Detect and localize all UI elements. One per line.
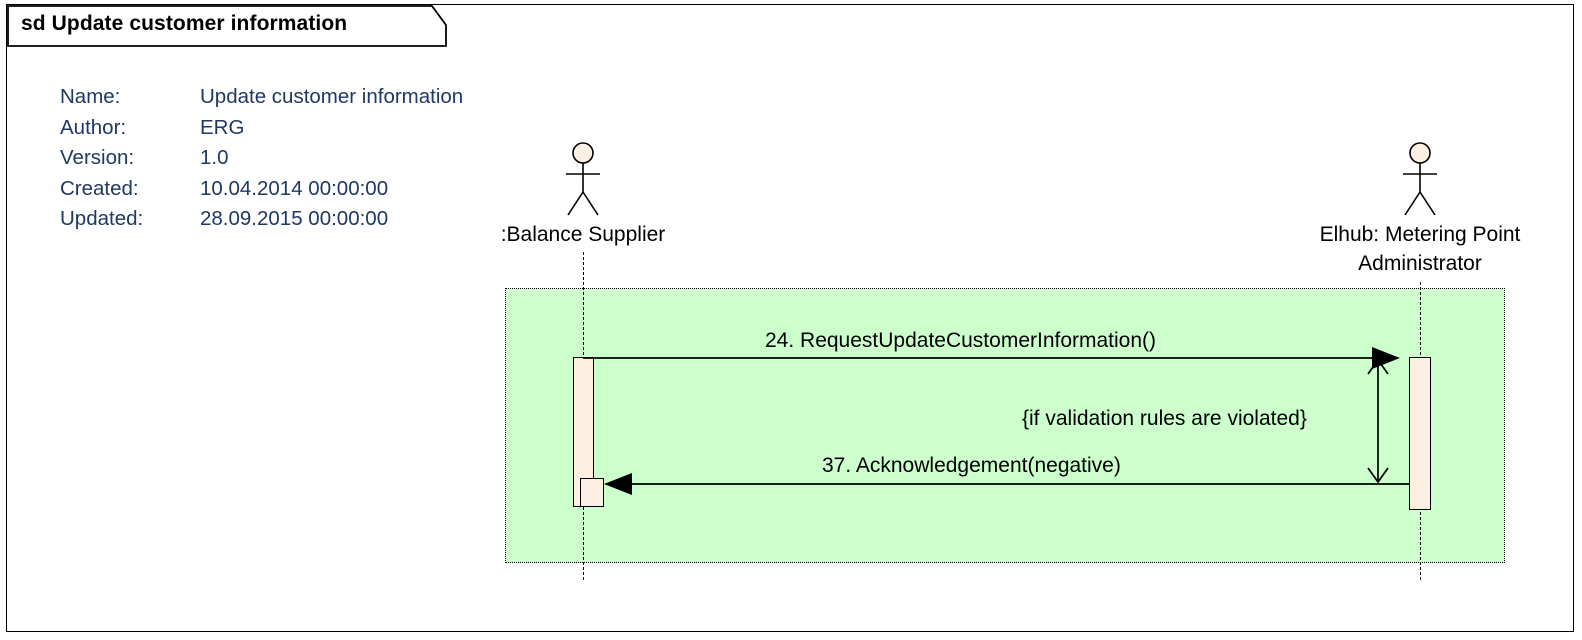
message-label-24: 24. RequestUpdateCustomerInformation() (765, 329, 1157, 352)
title-tab-shape-icon (7, 5, 447, 47)
message-label-37: 37. Acknowledgement(negative) (822, 454, 1121, 477)
metadata-label-created: Created: (60, 176, 139, 200)
metadata-row-name: Name: Update customer information (60, 82, 463, 113)
metadata-label-updated: Updated: (60, 207, 144, 230)
metadata-label-version: Version: (60, 146, 135, 169)
actor-elhub-metering-point-administrator[interactable]: Elhub: Metering Point Administrator (1270, 142, 1570, 278)
page-title: sd Update customer information (21, 12, 348, 35)
metadata-row-author: Author: ERG (60, 113, 463, 144)
actor-label-elhub-metering-point-administrator: Elhub: Metering Point Administrator (1319, 223, 1521, 275)
combined-fragment-region (505, 288, 1505, 563)
metadata-label-author: Author: (60, 115, 127, 139)
constraint-label: {if validation rules are violated} (1022, 407, 1307, 430)
metadata-row-version: Version: 1.0 (60, 143, 463, 174)
actor-balance-supplier[interactable]: :Balance Supplier (433, 142, 733, 249)
actor-label-balance-supplier: :Balance Supplier (500, 223, 666, 246)
metadata-row-created: Created: 10.04.2014 00:00:00 (60, 174, 463, 205)
activation-bar-elhub (1409, 357, 1431, 510)
metadata-value-name: Update customer information (200, 85, 464, 108)
metadata-value-author: ERG (200, 115, 245, 139)
metadata-label-name: Name: (60, 85, 121, 108)
metadata-value-created: 10.04.2014 00:00:00 (200, 176, 389, 200)
metadata-block: Name: Update customer information Author:… (60, 82, 463, 235)
diagram-title-tab: sd Update customer information (6, 4, 447, 47)
metadata-row-updated: Updated: 28.09.2015 00:00:00 (60, 204, 463, 235)
actor-stick-figure-icon (566, 142, 600, 216)
activation-bar-balance-supplier-nested (580, 478, 604, 507)
metadata-value-updated: 28.09.2015 00:00:00 (200, 207, 389, 230)
metadata-value-version: 1.0 (200, 146, 229, 169)
actor-stick-figure-icon (1403, 142, 1437, 216)
